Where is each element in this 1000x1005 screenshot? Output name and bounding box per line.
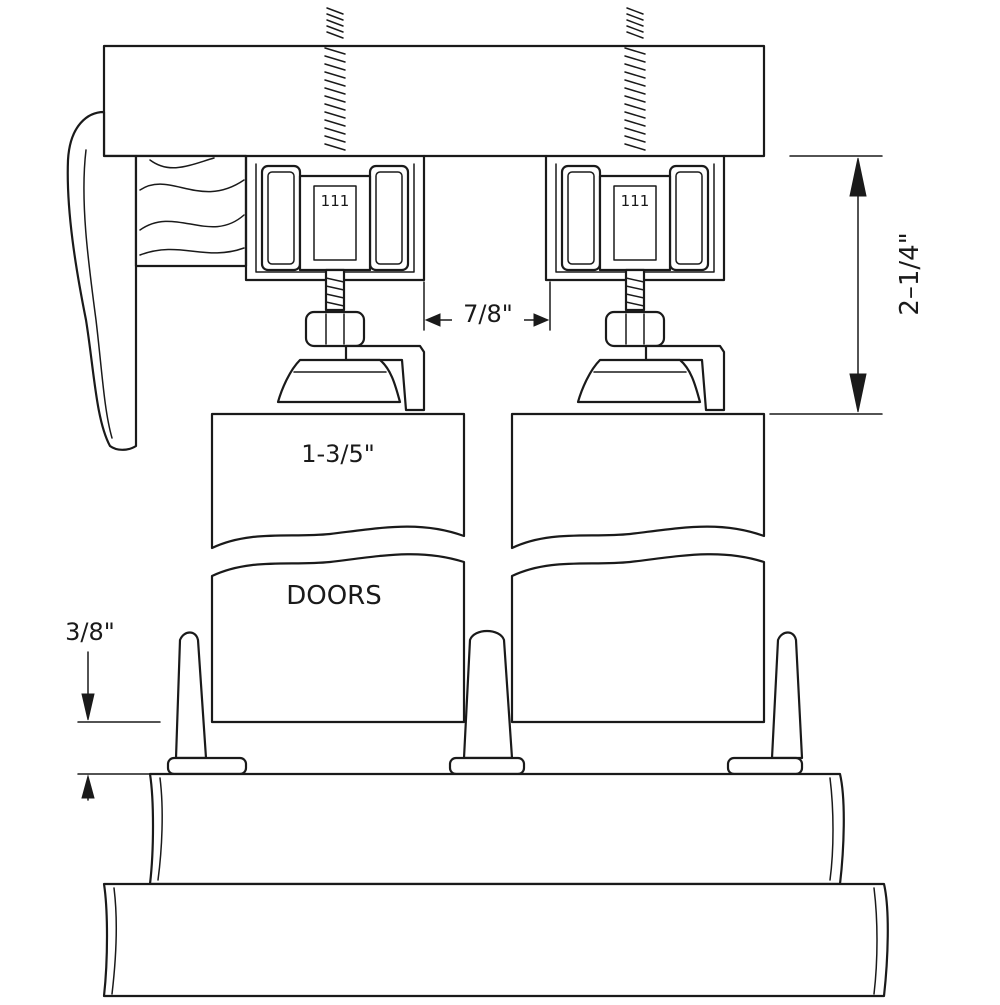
hex-nut-left [304,310,366,348]
floor-threshold [148,772,845,886]
roller-mark-left: 111 [321,192,350,210]
bolt-thread-left-in-header [324,47,346,151]
roller-body-left [298,174,372,272]
door-thickness-label: 1-3/5" [301,440,375,468]
gap-dimension: 7/8" [423,281,551,331]
roller-body-right [598,174,672,272]
trim-molding [66,110,138,451]
wood-grain [139,157,245,256]
door-left-upper [210,412,466,550]
mounting-bolt-right [626,7,644,39]
hex-nut-right [604,310,666,348]
floor-base [102,882,889,998]
height-dimension: 2–1/4" [769,155,925,415]
mounting-plate-left [276,358,402,404]
mounting-bolt-left [326,7,344,39]
door-left: 1-3/5" DOORS [210,412,466,724]
guide-dimension: 3/8" [65,618,161,801]
door-left-lower [210,553,466,724]
floor-guide-right [726,631,804,776]
roller-mark-right: 111 [621,192,650,210]
wood-spacer-block [134,154,248,268]
gap-dimension-label: 7/8" [463,300,513,328]
bolt-thread-right-in-header [624,47,646,151]
header-board [102,44,766,158]
doors-label: DOORS [286,581,382,611]
height-dimension-label: 2–1/4" [895,232,925,315]
roller-assembly-left: 111 [244,154,426,412]
trim-molding-detail [83,149,113,439]
door-right [510,412,766,724]
floor-guide-center [448,629,526,776]
floor-guide-left [166,631,248,776]
door-right-lower [510,553,766,724]
guide-dimension-label: 3/8" [65,618,115,646]
roller-assembly-right: 111 [544,154,726,412]
door-right-upper [510,412,766,550]
mounting-plate-right [576,358,702,404]
